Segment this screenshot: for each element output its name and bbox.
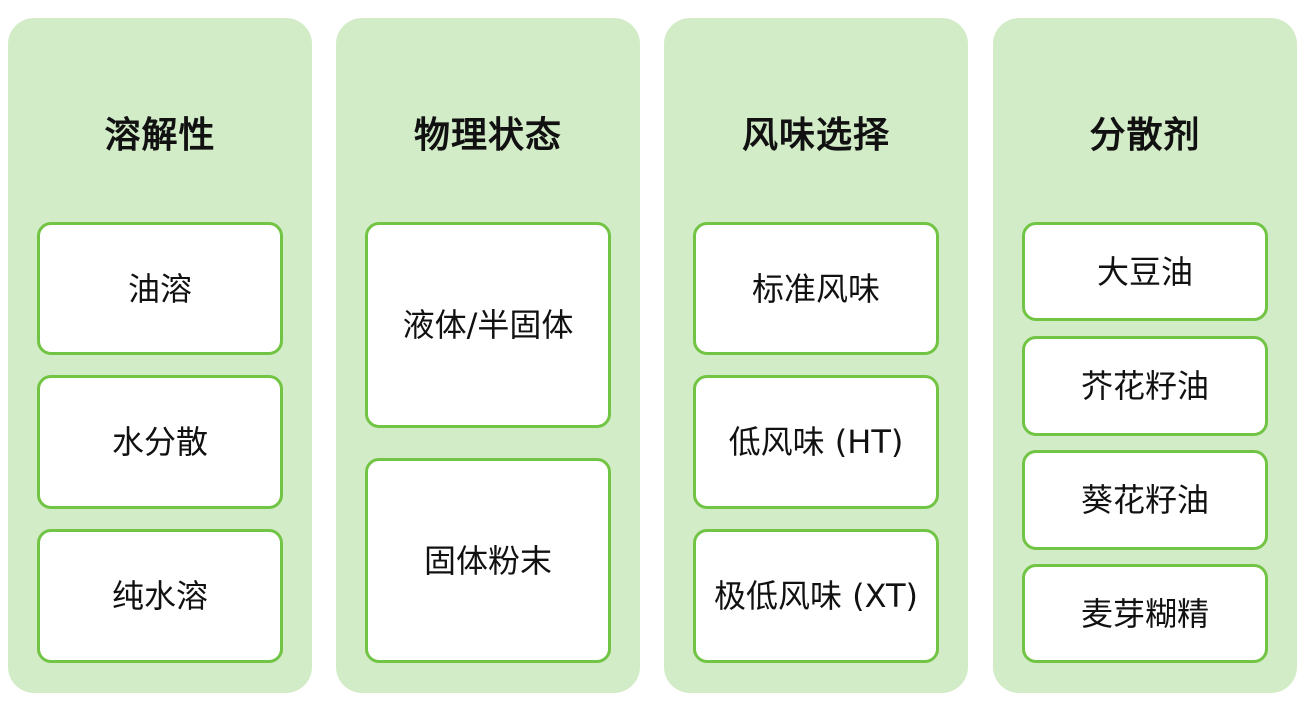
flavor-title: 风味选择 [741, 115, 890, 156]
option-standard-flavor: 标准风味 [693, 222, 939, 355]
flavor-column: 风味选择 标准风味 低风味 (HT) 极低风味 (XT) [664, 18, 968, 693]
solubility-column: 溶解性 油溶 水分散 纯水溶 [8, 18, 312, 693]
option-solid-powder: 固体粉末 [365, 458, 611, 663]
option-low-flavor-ht: 低风味 (HT) [693, 375, 939, 509]
option-liquid-semisolid: 液体/半固体 [365, 222, 611, 428]
option-maltodextrin: 麦芽糊精 [1022, 564, 1268, 663]
option-soybean-oil: 大豆油 [1022, 222, 1268, 321]
option-sunflower-oil: 葵花籽油 [1022, 450, 1268, 550]
option-water-dispersible: 水分散 [37, 375, 283, 509]
solubility-title: 溶解性 [104, 115, 216, 156]
dispersant-column: 分散剂 大豆油 芥花籽油 葵花籽油 麦芽糊精 [993, 18, 1297, 693]
option-canola-oil: 芥花籽油 [1022, 336, 1268, 436]
option-oil-soluble: 油溶 [37, 222, 283, 355]
dispersant-title: 分散剂 [1089, 115, 1201, 156]
option-very-low-flavor-xt: 极低风味 (XT) [693, 529, 939, 663]
physical-state-title: 物理状态 [413, 115, 562, 156]
physical-state-column: 物理状态 液体/半固体 固体粉末 [336, 18, 640, 693]
option-pure-water-soluble: 纯水溶 [37, 529, 283, 663]
